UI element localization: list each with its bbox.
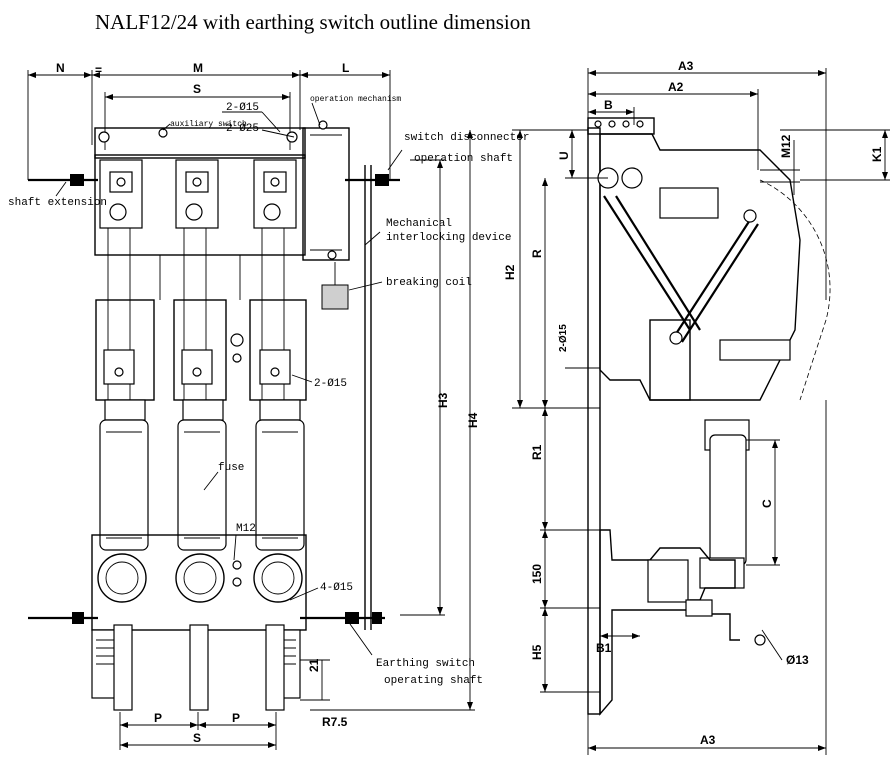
mount-hole [158, 128, 168, 138]
dim-equal-mark: = [95, 63, 102, 77]
side-mounting-plate [587, 127, 601, 715]
label-m12-front: M12 [236, 523, 256, 535]
dim-m12-side: M12 [779, 134, 793, 158]
dim-150: 150 [530, 564, 544, 584]
side-reference-lines [512, 129, 890, 693]
page-title: NALF12/24 with earthing switch outline d… [95, 10, 531, 34]
breaking-coil [321, 284, 349, 310]
dim-m: M [193, 61, 203, 75]
label-fuse: fuse [218, 462, 244, 474]
dim-n: N [56, 61, 65, 75]
dim-l: L [342, 61, 349, 75]
side-view: A3 A2 B [503, 59, 890, 755]
dim-b: B [604, 98, 613, 112]
top-dimension-lines [27, 70, 391, 180]
upper-frame-plate [94, 127, 306, 159]
side-top-dimension-lines [587, 68, 827, 300]
label-auxiliary-switch: auxiliary switch [170, 120, 247, 129]
dim-a3-bottom: A3 [700, 733, 716, 747]
dim-d13: Ø13 [786, 653, 809, 667]
label-2d25: 2-Ø25 [226, 123, 259, 135]
dim-h5: H5 [530, 644, 544, 660]
side-fuse [709, 434, 747, 566]
dim-h3: H3 [436, 392, 450, 408]
hole-d13 [754, 634, 766, 646]
label-shaft-extension: shaft extension [8, 197, 107, 209]
dim-c: C [760, 499, 774, 508]
swing-arc [759, 179, 831, 401]
linkage-rod [603, 195, 691, 331]
front-view: N = M L S [8, 61, 529, 750]
dim-s-top: S [193, 82, 201, 96]
operation-mechanism-box [302, 127, 350, 261]
label-switch-disconnector-1: switch disconnector [404, 132, 529, 144]
dim-p-right: P [232, 711, 240, 725]
fuse-right [255, 399, 305, 551]
dim-2d15-side: 2-Ø15 [558, 324, 569, 352]
mount-hole [98, 131, 110, 143]
label-mech-interlock-1: Mechanical [386, 218, 452, 230]
dim-k1: K1 [870, 146, 884, 162]
dim-h4: H4 [466, 412, 480, 428]
dim-b1: B1 [596, 641, 612, 655]
side-housing [599, 133, 801, 401]
dim-r1: R1 [530, 444, 544, 460]
dim-h2: H2 [503, 264, 517, 280]
label-earthing-1: Earthing switch [376, 658, 475, 670]
dim-p-left: P [154, 711, 162, 725]
dim-u: U [557, 151, 571, 160]
dim-a3-top: A3 [678, 59, 694, 73]
label-switch-disconnector-2: operation shaft [414, 153, 513, 165]
label-mech-interlock-2: interlocking device [386, 232, 511, 244]
earthing-contacts [91, 624, 301, 711]
label-operation-mechanism: operation mechanism [310, 95, 401, 104]
label-4d15: 4-Ø15 [320, 582, 353, 594]
switch-upper-body [94, 154, 306, 256]
side-fuse-cap-bottom [699, 557, 745, 589]
front-dimension-lines [119, 130, 475, 750]
label-2d15-mid: 2-Ø15 [314, 378, 347, 390]
fuse-left [99, 399, 149, 551]
side-vertical-dimensions [517, 130, 888, 755]
dim-21: 21 [307, 658, 321, 672]
dim-a2: A2 [668, 80, 684, 94]
pole-right-upper [253, 159, 297, 400]
label-breaking-coil: breaking coil [386, 277, 472, 289]
fuse-middle [177, 399, 227, 551]
side-lower-base [599, 529, 736, 716]
mount-hole [230, 333, 244, 347]
label-2d15-top: 2-Ø15 [226, 102, 259, 114]
callout-leaders [55, 102, 403, 656]
dim-r75: R7.5 [322, 715, 348, 729]
dim-s-bottom: S [193, 731, 201, 745]
dim-r: R [530, 249, 544, 258]
label-earthing-2: operating shaft [384, 675, 483, 687]
